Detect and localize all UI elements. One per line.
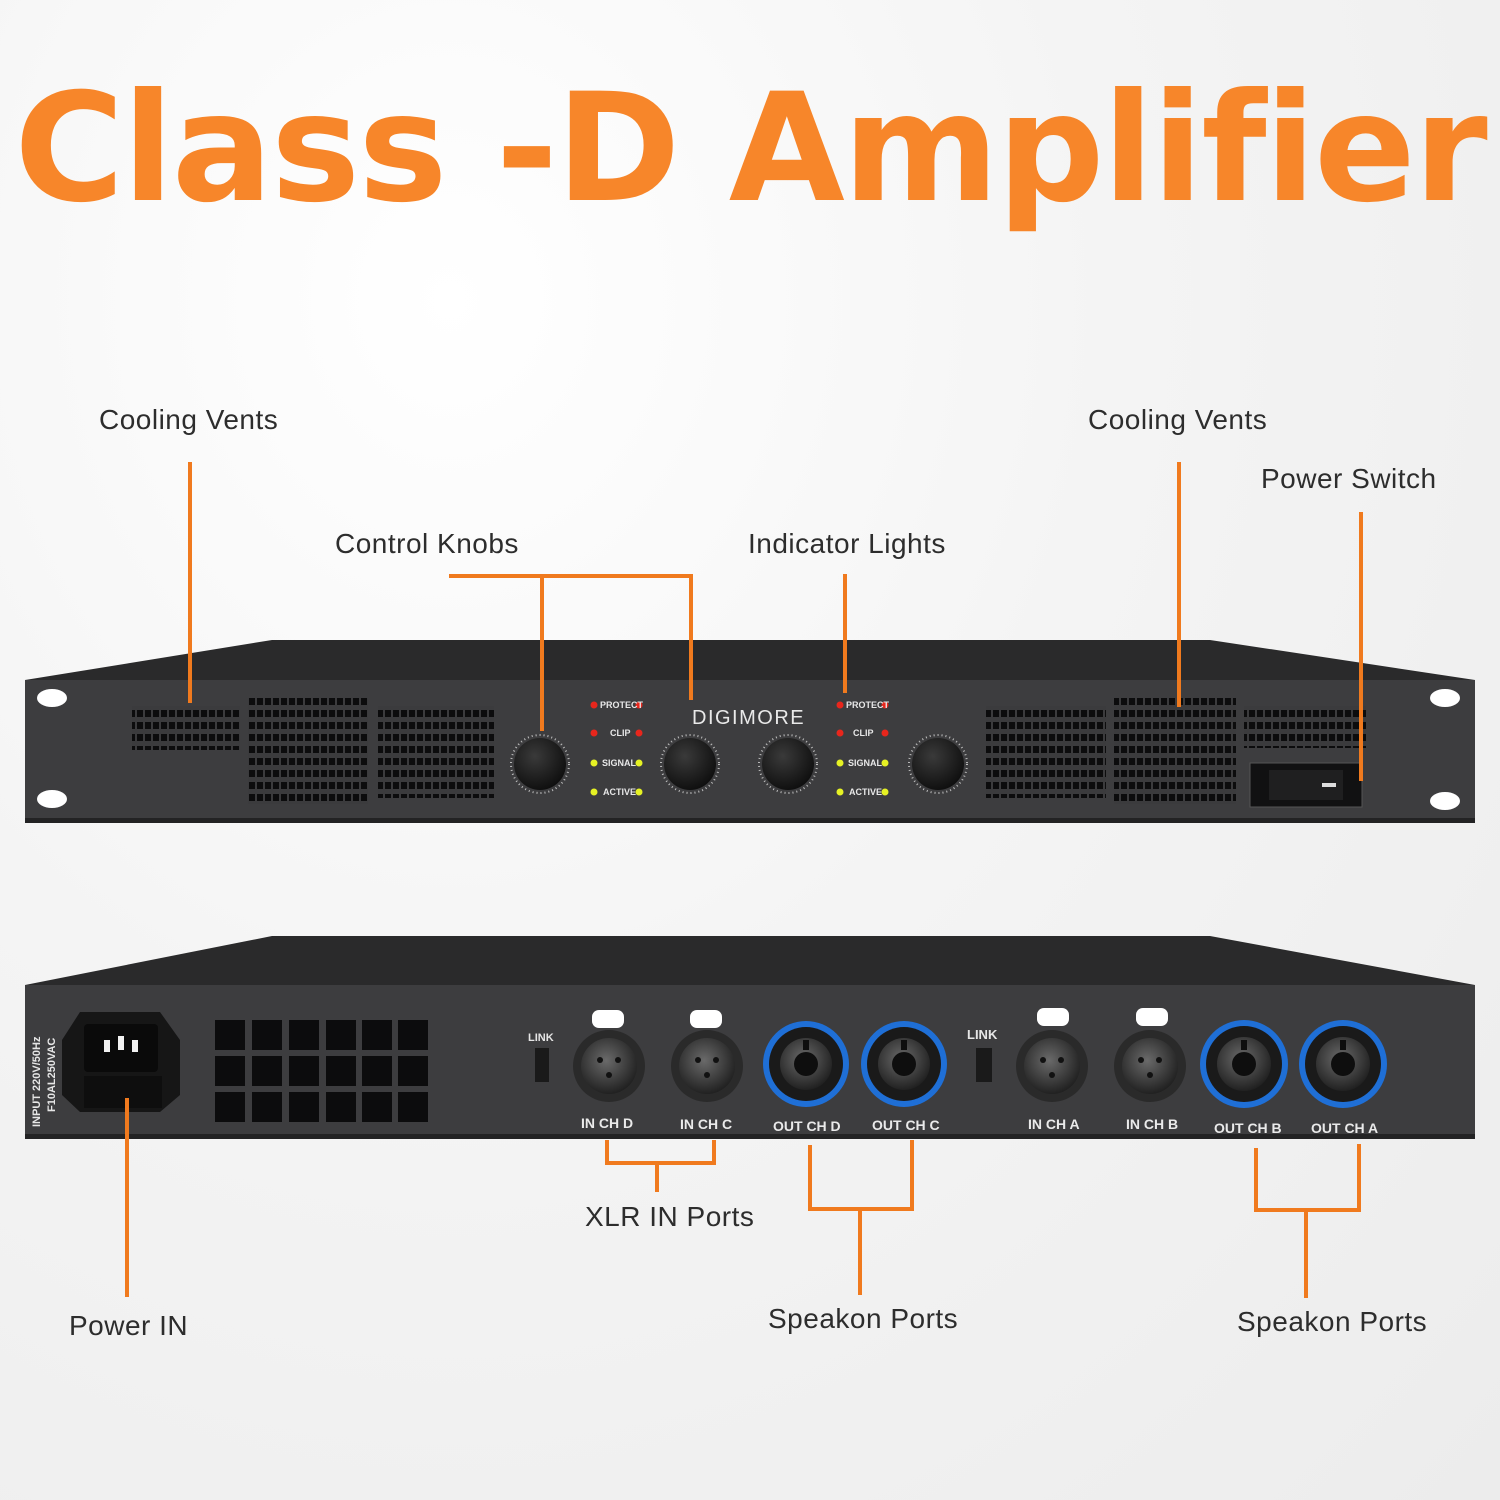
- led-yellow-icon: [881, 759, 889, 767]
- xlr-connector-icon: [1114, 1008, 1186, 1102]
- indicator-block-right: PROTECT CLIP SIGNAL ACTIVE: [836, 700, 890, 797]
- led-red-icon: [635, 701, 643, 709]
- vent-grille-icon: [215, 1020, 428, 1122]
- power-spec-line1: INPUT 220V/50Hz: [31, 1036, 43, 1127]
- led-yellow-icon: [635, 759, 643, 767]
- cooling-vents-left-label: Cooling Vents: [99, 404, 279, 435]
- indicator-label: PROTECT: [846, 700, 890, 710]
- indicator-label: SIGNAL: [602, 758, 637, 768]
- port-label: OUT CH D: [773, 1118, 841, 1134]
- indicator-label: PROTECT: [600, 700, 644, 710]
- led-yellow-icon: [836, 759, 844, 767]
- knob-icon: [660, 734, 720, 794]
- speakon-connector-icon: [1299, 1020, 1387, 1108]
- rack-hole-icon: [37, 689, 67, 707]
- vent-grille-icon: [1114, 698, 1236, 804]
- led-red-icon: [635, 729, 643, 737]
- vent-grille-icon: [132, 706, 240, 750]
- led-yellow-icon: [635, 788, 643, 796]
- led-yellow-icon: [590, 759, 598, 767]
- speakon-connector-icon: [1200, 1020, 1288, 1108]
- vent-grille-icon: [248, 698, 368, 804]
- indicator-block-left: PROTECT CLIP SIGNAL ACTIVE: [590, 700, 644, 797]
- xlr-connector-icon: [671, 1010, 743, 1102]
- front-panel: DIGIMORE PROTECT CLIP SIGNAL ACTIVE PROT…: [25, 640, 1475, 823]
- callout-lines: [125, 462, 1363, 1298]
- cooling-vents-right-label: Cooling Vents: [1088, 404, 1268, 435]
- port-label: IN CH C: [680, 1116, 732, 1132]
- port-label: OUT CH A: [1311, 1120, 1378, 1136]
- indicator-lights-label: Indicator Lights: [748, 528, 946, 559]
- indicator-label: SIGNAL: [848, 758, 883, 768]
- vent-grille-icon: [986, 706, 1106, 798]
- led-yellow-icon: [881, 788, 889, 796]
- link-switch-icon: [976, 1048, 992, 1082]
- led-red-icon: [836, 729, 844, 737]
- port-label: OUT CH C: [872, 1117, 940, 1133]
- brand-logo: DIGIMORE: [692, 707, 805, 729]
- indicator-label: CLIP: [853, 728, 874, 738]
- xlr-connector-icon: [573, 1010, 645, 1102]
- rack-hole-icon: [37, 790, 67, 808]
- port-label: IN CH B: [1126, 1116, 1178, 1132]
- power-spec-line2: F10AL250VAC: [46, 1038, 58, 1112]
- led-yellow-icon: [590, 788, 598, 796]
- indicator-label: ACTIVE: [603, 787, 636, 797]
- speakon-connector-icon: [763, 1021, 849, 1107]
- port-label: OUT CH B: [1214, 1120, 1282, 1136]
- speakon-connector-icon: [861, 1021, 947, 1107]
- power-inlet-icon: [62, 1012, 180, 1112]
- rack-hole-icon: [1430, 792, 1460, 810]
- xlr-in-ports-label: XLR IN Ports: [585, 1201, 755, 1232]
- led-yellow-icon: [836, 788, 844, 796]
- port-label: IN CH A: [1028, 1116, 1080, 1132]
- control-knobs-label: Control Knobs: [335, 528, 519, 559]
- knob-icon: [908, 734, 968, 794]
- led-red-icon: [836, 701, 844, 709]
- xlr-connector-icon: [1016, 1008, 1088, 1102]
- knob-icon: [758, 734, 818, 794]
- indicator-label: ACTIVE: [849, 787, 882, 797]
- vent-grille-icon: [378, 706, 494, 798]
- link-label: LINK: [967, 1027, 998, 1042]
- page-title: Class -D Amplifier: [14, 62, 1487, 236]
- speakon-ports-center-label: Speakon Ports: [768, 1303, 959, 1334]
- led-red-icon: [881, 701, 889, 709]
- led-red-icon: [881, 729, 889, 737]
- rack-hole-icon: [1430, 689, 1460, 707]
- indicator-label: CLIP: [610, 728, 631, 738]
- knob-icon: [510, 734, 570, 794]
- power-in-label: Power IN: [69, 1310, 189, 1341]
- port-label: IN CH D: [581, 1115, 633, 1131]
- vent-grille-icon: [1244, 706, 1366, 748]
- speakon-ports-right-label: Speakon Ports: [1237, 1306, 1428, 1337]
- power-switch-icon: [1249, 762, 1363, 808]
- led-red-icon: [590, 729, 598, 737]
- link-switch-icon: [535, 1048, 549, 1082]
- rear-panel: INPUT 220V/50Hz F10AL250VAC LINK LINK: [25, 936, 1475, 1139]
- power-switch-label: Power Switch: [1261, 463, 1437, 494]
- led-red-icon: [590, 701, 598, 709]
- link-label: LINK: [528, 1032, 554, 1044]
